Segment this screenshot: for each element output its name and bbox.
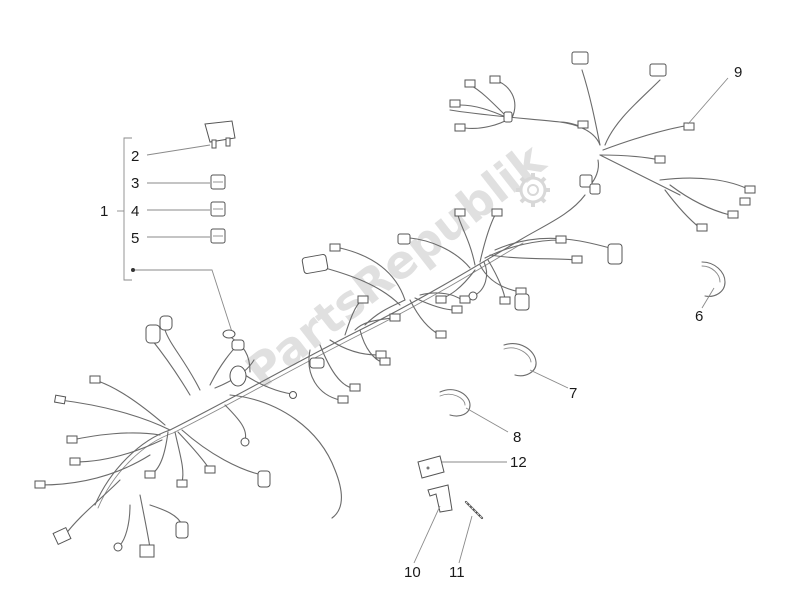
callout-2: 2 — [131, 148, 139, 165]
bracket-12 — [417, 455, 445, 479]
callout-10: 10 — [404, 564, 421, 581]
callout-3: 3 — [131, 175, 139, 192]
callout-5: 5 — [131, 230, 139, 247]
fuse-group-bracket — [117, 137, 233, 333]
fuse-4 — [147, 201, 226, 217]
fuse-5 — [147, 228, 226, 244]
watermark: PartsRepublik — [236, 132, 556, 399]
watermark-text: PartsRepublik — [236, 132, 556, 399]
clamp-6 — [701, 261, 726, 297]
callout-4: 4 — [131, 203, 139, 220]
bracket-10 — [427, 484, 453, 513]
callout-labels: 1 2 3 4 5 6 7 8 9 10 11 12 — [100, 64, 742, 581]
clamp-7 — [503, 343, 537, 377]
harness-connectors — [34, 208, 623, 558]
clamp-8 — [439, 389, 471, 417]
callout-11: 11 — [449, 564, 465, 581]
watermark-gear-icon — [516, 173, 550, 207]
callout-9: 9 — [734, 64, 742, 81]
fuse-3 — [147, 174, 226, 190]
screw-11 — [464, 500, 484, 520]
callout-8: 8 — [513, 429, 521, 446]
callout-7: 7 — [569, 385, 577, 402]
secondary-harness — [449, 51, 756, 232]
callout-12: 12 — [510, 454, 527, 471]
callout-6: 6 — [695, 308, 703, 325]
main-wiring-harness — [39, 194, 611, 549]
callout-1: 1 — [100, 203, 108, 220]
main-fuse — [146, 120, 236, 156]
leader-lines — [413, 77, 729, 564]
